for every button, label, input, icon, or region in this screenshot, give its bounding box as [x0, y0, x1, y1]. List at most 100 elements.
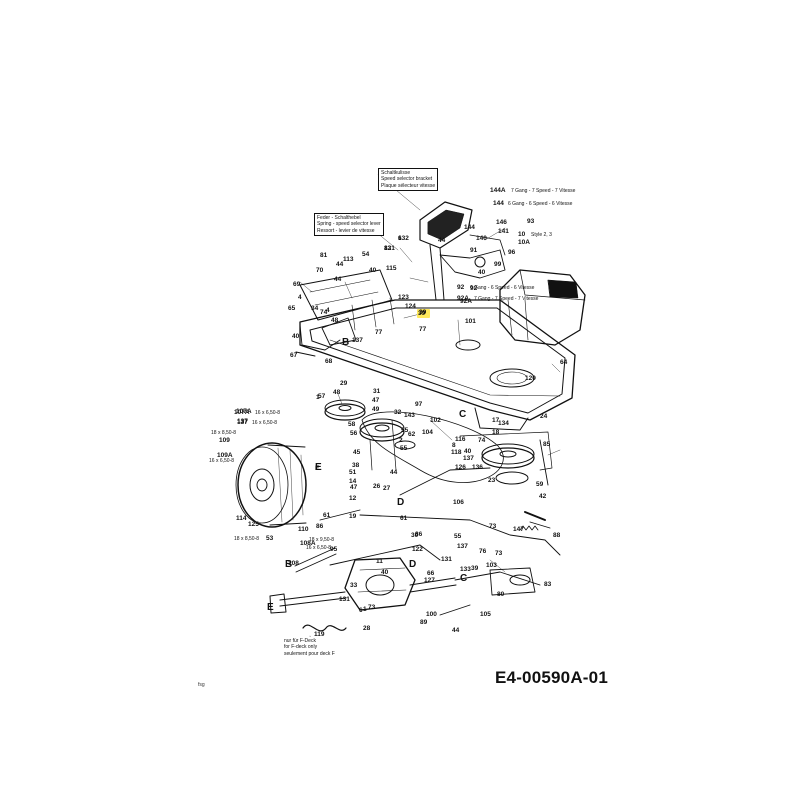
part-number: 53 [266, 535, 274, 542]
drive-pulleys [324, 399, 553, 485]
part-number: 40 [464, 448, 472, 455]
part-number: 123 [398, 294, 409, 301]
callout-line: Ressort - levier de vitesse [317, 227, 375, 234]
speed-shaft [294, 547, 337, 573]
part-number: 80 [497, 591, 505, 598]
variant-text: 6 Gang - 6 Speed - 6 Vitesse [470, 285, 535, 291]
part-number: 48 [333, 389, 341, 396]
part-number: 26 [373, 483, 381, 490]
part-number: 40 [478, 269, 486, 276]
part-number: 74 [320, 309, 328, 316]
variant-text: 7 Gang - 7 Speed - 7 Vitesse [511, 188, 576, 194]
part-number: 114 [236, 515, 247, 522]
part-number: 28 [363, 625, 371, 632]
part-number: 17 [492, 417, 500, 424]
part-number: 45 [353, 449, 361, 456]
part-number: 92A [460, 298, 472, 305]
part-number: 10 [518, 231, 526, 238]
part-number: 127 [424, 577, 435, 584]
engine-block [499, 269, 586, 346]
part-number: 4 [326, 307, 330, 314]
part-number: 44 [438, 237, 446, 244]
variant-text: 16 x 6,50-8 [255, 410, 281, 416]
part-number: 23 [488, 477, 496, 484]
part-number: 39 [471, 565, 479, 572]
variant-text: 18 x 8,50-8 [211, 430, 237, 436]
part-number: 55 [454, 533, 462, 540]
part-number: 83 [544, 581, 552, 588]
section-letter: B [285, 559, 293, 570]
part-number: 140 [476, 235, 487, 242]
part-number: 96 [508, 249, 516, 256]
section-letter: B [342, 337, 350, 348]
part-number: 14 [349, 478, 357, 485]
part-number: 88 [553, 532, 561, 539]
part-number: 77 [375, 329, 383, 336]
part-number: 18 [492, 429, 500, 436]
part-number: 146 [496, 219, 507, 226]
part-number: 65 [288, 305, 296, 312]
part-number: 92 [470, 285, 478, 292]
callout-line: Feder - Schalthebel [317, 215, 361, 221]
part-number: 55 [401, 427, 409, 434]
part-number: 119 [314, 631, 325, 638]
chassis-frame [299, 297, 576, 431]
part-number: 93 [527, 218, 535, 225]
part-number: 95 [330, 546, 338, 553]
part-number: 34 [311, 305, 319, 312]
callout-f-deck-only: nur für F-Deck for F-deck only seulement… [282, 637, 337, 658]
part-number: 137 [463, 455, 474, 462]
variant-text: 18 x 8,50-8 [234, 536, 260, 542]
part-number: 89 [420, 619, 428, 626]
part-number: 44 [334, 276, 342, 283]
part-number: 61 [400, 515, 408, 522]
part-number: 42 [539, 493, 547, 500]
part-number: 30 [411, 532, 419, 539]
variant-label: 107A [234, 409, 250, 416]
part-number: 38 [352, 462, 360, 469]
part-number: 51 [349, 469, 357, 476]
part-number: 81 [320, 252, 328, 259]
callout-speed-selector-bracket: Schaltkulisse Speed selector bracket Pla… [378, 168, 439, 191]
part-number: 97 [415, 401, 423, 408]
callout-line: Spring - speed selector lever [317, 221, 381, 228]
part-number: 74 [478, 437, 486, 444]
drive-belt [361, 411, 504, 483]
part-number: 4 [298, 294, 302, 301]
variant-text: 18 x 9,50-8 [309, 537, 335, 543]
part-number: 103 [486, 562, 497, 569]
part-number: 10A [518, 239, 530, 246]
part-number: 57 [318, 393, 326, 400]
part-number: 122 [412, 546, 423, 553]
part-number: 66 [427, 570, 435, 577]
section-letter: E [267, 602, 274, 613]
variant-label: 92 [457, 284, 465, 291]
callout-line: seulement pour deck F [284, 650, 335, 657]
variant-text: 16 x 6,50-8 [209, 458, 235, 464]
highlighted-part-number: 39 [419, 309, 427, 316]
part-number: 64 [560, 359, 568, 366]
part-number: 134 [498, 420, 509, 427]
part-number: 68 [325, 358, 333, 365]
part-number: 85 [543, 441, 551, 448]
part-number: 2 [399, 437, 403, 444]
callout-line: Plaque sélecteur vitesse [381, 182, 436, 189]
part-number: 121 [384, 245, 395, 252]
drawing-code: E4-00590A-01 [495, 668, 608, 687]
part-number: 141 [498, 228, 509, 235]
part-number: 101 [465, 318, 476, 325]
part-number: 102 [430, 417, 441, 424]
variant-text: 16 x 6,50-8 [252, 420, 278, 426]
part-number: 137 [352, 337, 363, 344]
part-number: 56 [350, 430, 358, 437]
part-number: 109A [217, 452, 233, 459]
callout-line: nur für F-Deck [284, 638, 316, 644]
part-number: 104 [422, 429, 433, 436]
part-number: 108A [300, 540, 316, 547]
part-number: 55 [400, 445, 408, 452]
part-number: 44 [390, 469, 398, 476]
part-number: 12 [349, 495, 357, 502]
front-bracket [295, 269, 393, 357]
part-number: 70 [316, 267, 324, 274]
